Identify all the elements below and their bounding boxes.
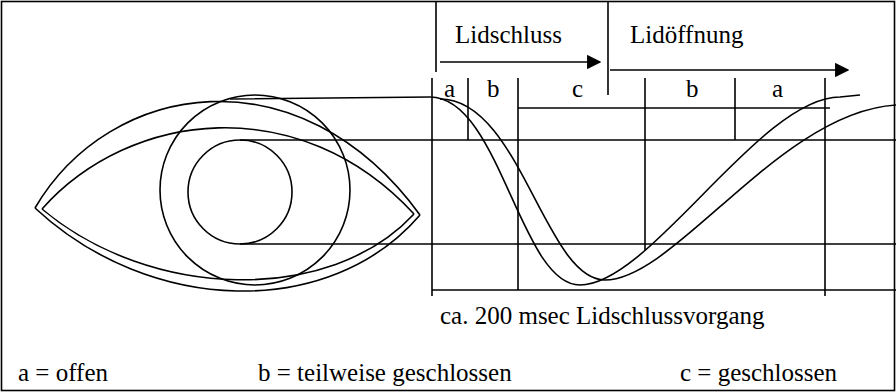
phase-label: Lidschluss (455, 20, 562, 49)
state-letter: b (686, 74, 699, 103)
lower-lid (35, 208, 420, 291)
duration-label: ca. 200 msec Lidschlussvorgang (440, 301, 764, 330)
divider (607, 2, 609, 95)
pupil (188, 140, 292, 244)
iris (160, 95, 350, 285)
upper-lid (35, 101, 420, 215)
key-label: b = teilweise geschlossen (258, 358, 512, 387)
phase-line (517, 78, 519, 290)
opening-arrow (610, 69, 848, 71)
phase-line (431, 78, 433, 296)
phase-line (467, 78, 469, 140)
phase-bar (518, 107, 830, 109)
phase-label: Lidöffnung (630, 20, 743, 49)
lid-curve (230, 95, 860, 285)
phase-line (824, 78, 826, 296)
duration-line (432, 289, 896, 291)
state-letter: a (772, 74, 783, 103)
key-label: a = offen (18, 358, 108, 387)
state-letter: c (572, 74, 583, 103)
key-label: c = geschlossen (680, 358, 837, 387)
phase-line (734, 78, 736, 140)
pupil-top-line (240, 139, 896, 141)
lid-curve-second (440, 99, 896, 280)
phase-line (644, 78, 646, 250)
state-letter: a (444, 74, 455, 103)
divider (435, 2, 437, 72)
state-letter: b (487, 74, 500, 103)
pupil-bottom-line (240, 243, 896, 245)
closing-arrow (440, 61, 600, 63)
